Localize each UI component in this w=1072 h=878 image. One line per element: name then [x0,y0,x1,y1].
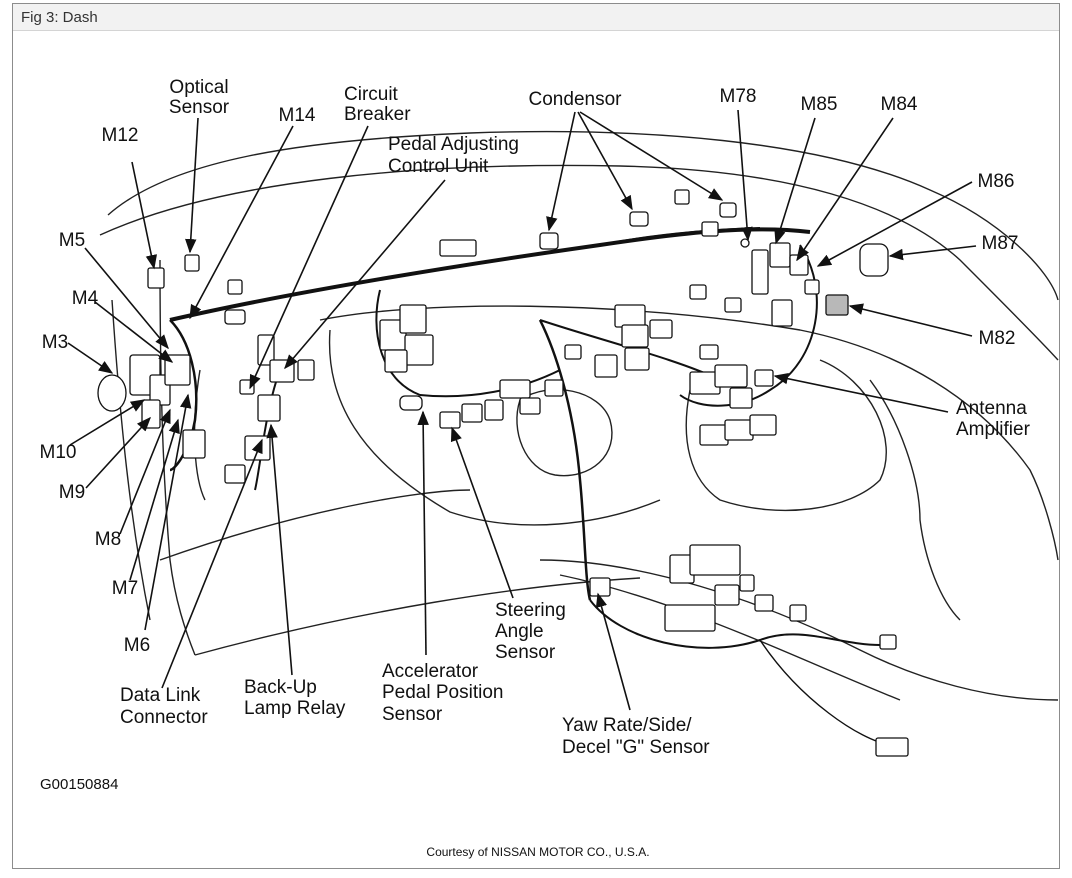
label-data-link-connector-2: Connector [120,707,208,728]
label-antenna-amplifier-1: Antenna [956,398,1027,419]
label-accelerator-sensor-2: Pedal Position [382,682,503,703]
label-circuit-breaker-2: Breaker [344,104,411,125]
label-steering-angle-sensor-2: Angle [495,621,544,642]
label-steering-angle-sensor-3: Sensor [495,642,556,663]
label-m86: M86 [978,171,1015,192]
credit-line: Courtesy of NISSAN MOTOR CO., U.S.A. [426,845,649,859]
label-yaw-rate-sensor-2: Decel "G" Sensor [562,737,710,758]
label-m14: M14 [279,105,316,126]
label-steering-angle-sensor-1: Steering [495,600,566,621]
label-m82: M82 [979,328,1016,349]
label-backup-lamp-relay-1: Back-Up [244,677,317,698]
figure-code: G00150884 [40,776,118,793]
label-m4: M4 [72,288,99,309]
label-m10: M10 [40,442,77,463]
label-m5: M5 [59,230,85,251]
label-optical-sensor-2: Sensor [169,97,230,118]
label-m78: M78 [720,86,757,107]
label-m3: M3 [42,332,68,353]
label-backup-lamp-relay-2: Lamp Relay [244,698,346,719]
connector-m87 [859,243,889,277]
connector-m12 [147,267,165,289]
label-antenna-amplifier-2: Amplifier [956,419,1031,440]
label-accelerator-sensor-3: Sensor [382,704,443,725]
label-m85: M85 [801,94,838,115]
label-m6: M6 [124,635,150,656]
label-accelerator-sensor-1: Accelerator [382,661,479,682]
label-m9: M9 [59,482,85,503]
leader-arrows [67,109,977,711]
label-circuit-breaker-1: Circuit [344,84,399,105]
figure-title: Fig 3: Dash [21,9,98,26]
label-m7: M7 [112,578,138,599]
label-data-link-connector-1: Data Link [120,685,201,706]
connector-group [97,189,909,757]
label-m12: M12 [102,125,139,146]
callout-labels: Optical Sensor M12 M14 Circuit Breaker P… [40,77,1031,859]
label-yaw-rate-sensor-1: Yaw Rate/Side/ [562,715,692,736]
label-m87: M87 [982,233,1019,254]
label-pedal-adjusting-1: Pedal Adjusting [388,134,519,155]
label-condensor: Condensor [529,89,623,110]
label-optical-sensor-1: Optical [169,77,228,98]
label-pedal-adjusting-2: Control Unit [388,156,489,177]
label-m84: M84 [881,94,918,115]
figure-title-bar: Fig 3: Dash [13,4,1059,31]
label-m8: M8 [95,529,121,550]
